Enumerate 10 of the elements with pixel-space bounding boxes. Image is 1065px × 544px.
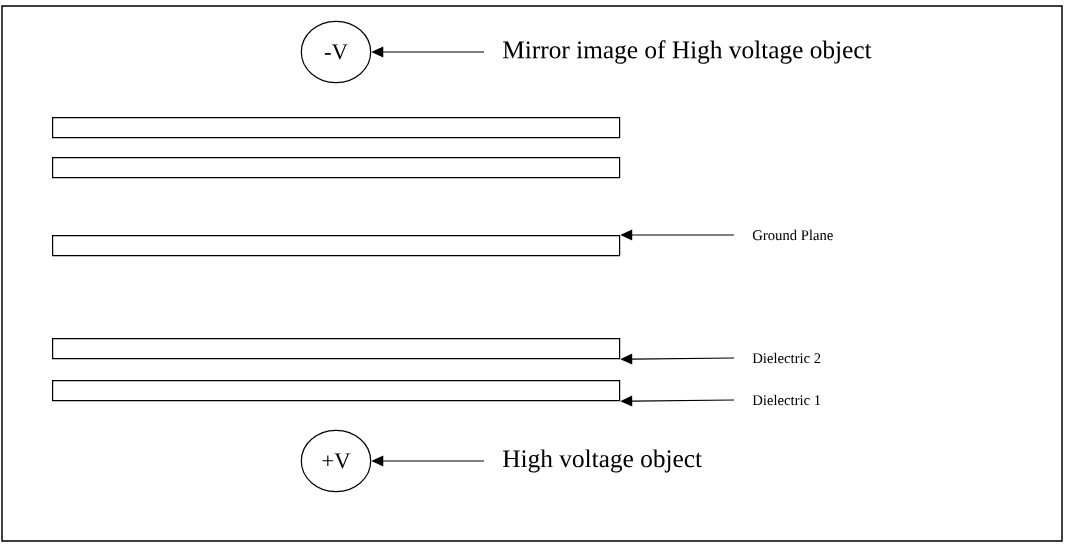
callout-text: Ground Plane bbox=[752, 229, 833, 241]
layer-bar bbox=[52, 338, 621, 360]
layer-bar bbox=[52, 380, 621, 402]
layer-bar bbox=[52, 235, 621, 257]
layer-bar bbox=[52, 117, 621, 139]
callout-text: Dielectric 2 bbox=[752, 352, 821, 364]
callout-text: Mirror image of High voltage object bbox=[503, 40, 872, 64]
layer-bar bbox=[52, 157, 621, 179]
callout-text: Dielectric 1 bbox=[752, 394, 821, 406]
callout-text: High voltage object bbox=[503, 449, 702, 473]
